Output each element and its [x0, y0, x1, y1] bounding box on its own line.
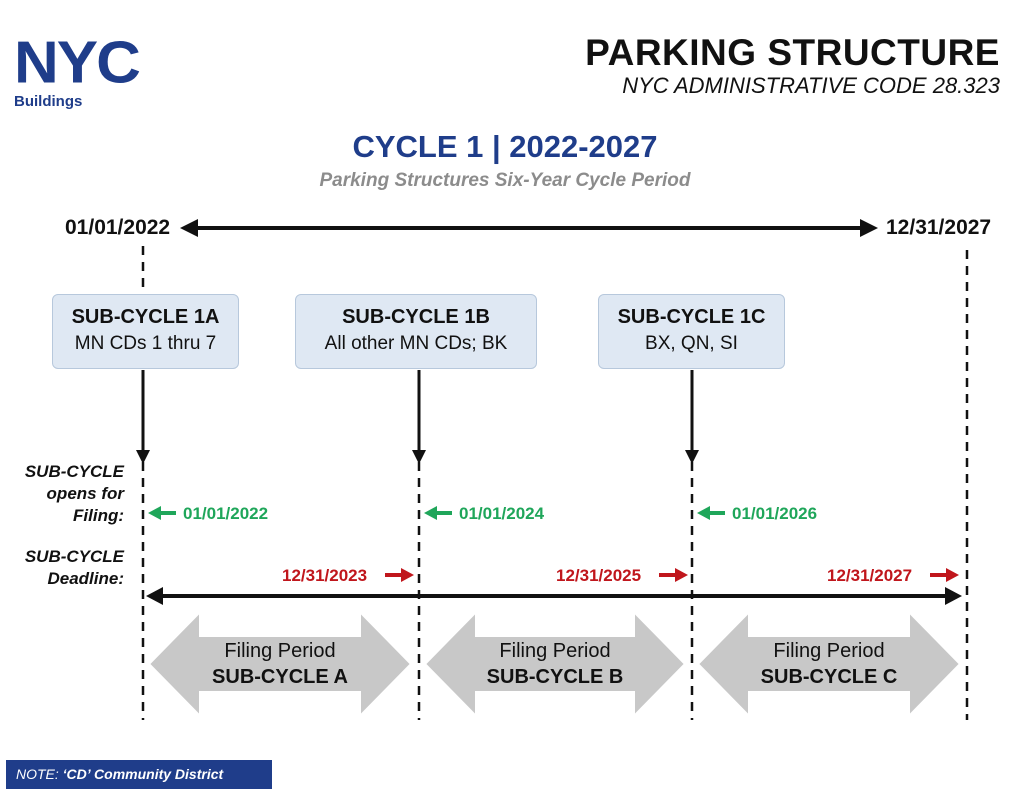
- deadline-date-b: 12/31/2025: [556, 566, 642, 585]
- opens-label-line: Filing:: [73, 506, 124, 525]
- page-title: PARKING STRUCTURE: [585, 32, 1000, 73]
- deadline-label-line: SUB-CYCLE: [24, 547, 124, 566]
- svg-text:NYC: NYC: [14, 29, 139, 95]
- cycle-subheading: Parking Structures Six-Year Cycle Period: [319, 170, 691, 191]
- filing-period-a: Filing Period SUB-CYCLE A: [170, 640, 390, 689]
- box-connectors: [136, 370, 699, 464]
- subcycle-title: SUB-CYCLE 1B: [342, 306, 490, 328]
- subcycle-desc: BX, QN, SI: [645, 333, 738, 354]
- filing-period-label: Filing Period: [224, 640, 336, 662]
- filing-period-arrows: [147, 609, 962, 719]
- note-prefix: NOTE:: [16, 766, 63, 782]
- deadline-label: SUB-CYCLE Deadline:: [4, 546, 124, 590]
- filing-period-label: Filing Period: [499, 640, 611, 662]
- note-banner: NOTE: ‘CD’ Community District: [6, 760, 272, 789]
- subcycle-box-1a: SUB-CYCLE 1A MN CDs 1 thru 7: [52, 294, 239, 369]
- deadline-arrow-a: [385, 568, 414, 582]
- filing-period-name: SUB-CYCLE C: [760, 666, 898, 688]
- open-arrow-c: [697, 506, 725, 520]
- filing-arrow-b: [423, 609, 687, 719]
- subcycle-box-1c: SUB-CYCLE 1C BX, QN, SI: [598, 294, 785, 369]
- deadline-arrows: [385, 568, 959, 582]
- deadline-arrow-c: [930, 568, 959, 582]
- deadline-date-a: 12/31/2023: [282, 566, 368, 585]
- deadline-span-arrow: [146, 587, 962, 605]
- subcycle-box-1b: SUB-CYCLE 1B All other MN CDs; BK: [295, 294, 537, 369]
- filing-period-c: Filing Period SUB-CYCLE C: [719, 640, 939, 689]
- logo-label: Buildings: [14, 93, 83, 110]
- opens-label-line: opens for: [46, 484, 124, 503]
- open-date-a: 01/01/2022: [183, 504, 269, 523]
- filing-period-name: SUB-CYCLE B: [486, 666, 624, 688]
- guide-lines: [141, 246, 969, 720]
- page-subtitle: NYC ADMINISTRATIVE CODE 28.323: [622, 73, 1000, 98]
- open-date-c: 01/01/2026: [732, 504, 818, 523]
- cycle-start-date: 01/01/2022: [65, 216, 171, 239]
- cycle-span-arrow: [180, 219, 878, 237]
- deadline-date-c: 12/31/2027: [827, 566, 913, 585]
- filing-period-label: Filing Period: [773, 640, 885, 662]
- deadline-arrow-b: [659, 568, 688, 582]
- cycle-end-date: 12/31/2027: [886, 216, 992, 239]
- open-arrow-a: [148, 506, 176, 520]
- filing-arrow-c: [696, 609, 962, 719]
- deadline-label-line: Deadline:: [47, 569, 124, 588]
- cycle-heading: CYCLE 1 | 2022-2027: [352, 129, 658, 164]
- open-arrow-b: [424, 506, 452, 520]
- nyc-logo: NYC: [14, 29, 141, 95]
- subcycle-title: SUB-CYCLE 1A: [71, 306, 220, 328]
- filing-arrow-a: [147, 609, 413, 719]
- opens-label-line: SUB-CYCLE: [24, 462, 124, 481]
- note-text: ‘CD’ Community District: [62, 766, 224, 782]
- filing-period-b: Filing Period SUB-CYCLE B: [445, 640, 665, 689]
- filing-period-name: SUB-CYCLE A: [212, 666, 348, 688]
- open-arrows: [148, 506, 725, 520]
- subcycle-desc: All other MN CDs; BK: [324, 333, 508, 354]
- open-date-b: 01/01/2024: [459, 504, 545, 523]
- subcycle-title: SUB-CYCLE 1C: [617, 306, 766, 328]
- opens-label: SUB-CYCLE opens for Filing:: [4, 461, 124, 527]
- subcycle-desc: MN CDs 1 thru 7: [74, 333, 217, 354]
